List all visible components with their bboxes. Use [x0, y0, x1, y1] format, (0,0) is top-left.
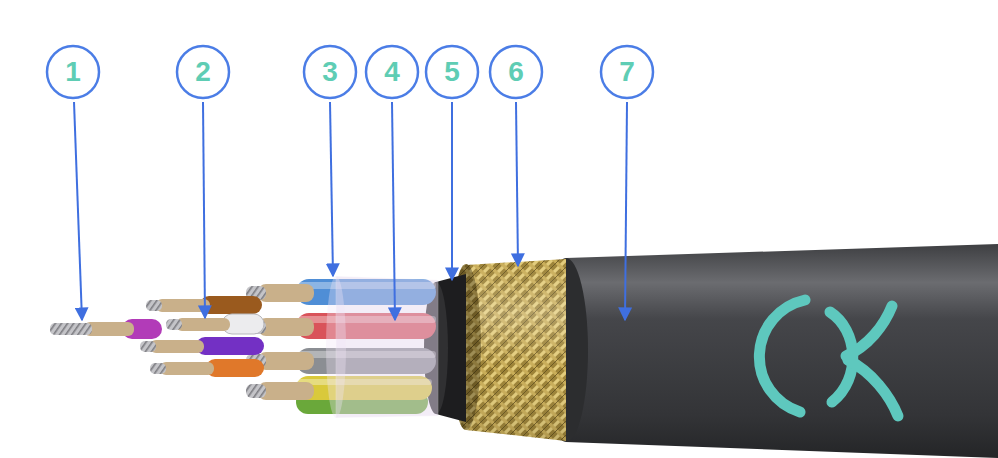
callout-number: 4 — [384, 58, 400, 86]
callout-circle: 5 — [424, 44, 480, 100]
leader-line — [392, 102, 395, 320]
circle-shape — [366, 46, 418, 98]
circle-shape — [304, 46, 356, 98]
stranded-conductor — [50, 323, 92, 335]
conductor-sleeve — [156, 299, 210, 312]
leader-lines — [74, 102, 627, 320]
callout-number: 1 — [65, 58, 81, 86]
leader-line — [516, 102, 518, 266]
circle-shape — [426, 46, 478, 98]
conductor-sleeve — [258, 382, 314, 400]
logo-arc — [846, 306, 892, 356]
braided-shield — [466, 259, 566, 441]
stranded-conductor — [150, 363, 166, 374]
callout-circle: 4 — [364, 44, 420, 100]
stranded-conductor — [246, 384, 266, 398]
core-insulation — [206, 359, 264, 377]
callout-number: 7 — [619, 58, 635, 86]
brand-logo — [759, 300, 898, 416]
callout-circle: 1 — [45, 44, 101, 100]
stranded-conductor — [140, 341, 156, 352]
foil-wrap — [336, 276, 438, 418]
leader-line — [74, 102, 82, 320]
foil-edge — [326, 276, 346, 418]
callout-circle: 3 — [302, 44, 358, 100]
conductor-sleeve — [150, 340, 204, 353]
leader-line — [203, 102, 205, 318]
stranded-conductor — [166, 319, 182, 330]
callout-number: 3 — [322, 58, 338, 86]
core-insulation — [196, 337, 264, 355]
callout-number: 2 — [195, 58, 211, 86]
leader-line — [451, 102, 453, 280]
conductor-sleeve — [258, 284, 314, 302]
circle-shape — [601, 46, 653, 98]
callout-number: 5 — [444, 58, 460, 86]
circle-shape — [177, 46, 229, 98]
outer-jacket — [566, 244, 998, 458]
braid-shine — [466, 259, 566, 441]
callout-number: 6 — [508, 58, 524, 86]
conductor-sleeve — [176, 318, 230, 331]
conductor-sleeve — [258, 352, 314, 370]
logo-arc — [848, 360, 898, 416]
stranded-conductor — [146, 300, 162, 311]
conductor-sleeve — [258, 318, 314, 336]
callout-circle: 6 — [488, 44, 544, 100]
conductor-sleeve — [160, 362, 214, 375]
leader-line — [330, 102, 333, 276]
callout-circle: 7 — [599, 44, 655, 100]
callout-circle: 2 — [175, 44, 231, 100]
circle-shape — [47, 46, 99, 98]
logo-arc — [759, 300, 805, 412]
circle-shape — [490, 46, 542, 98]
leader-line — [625, 102, 627, 320]
